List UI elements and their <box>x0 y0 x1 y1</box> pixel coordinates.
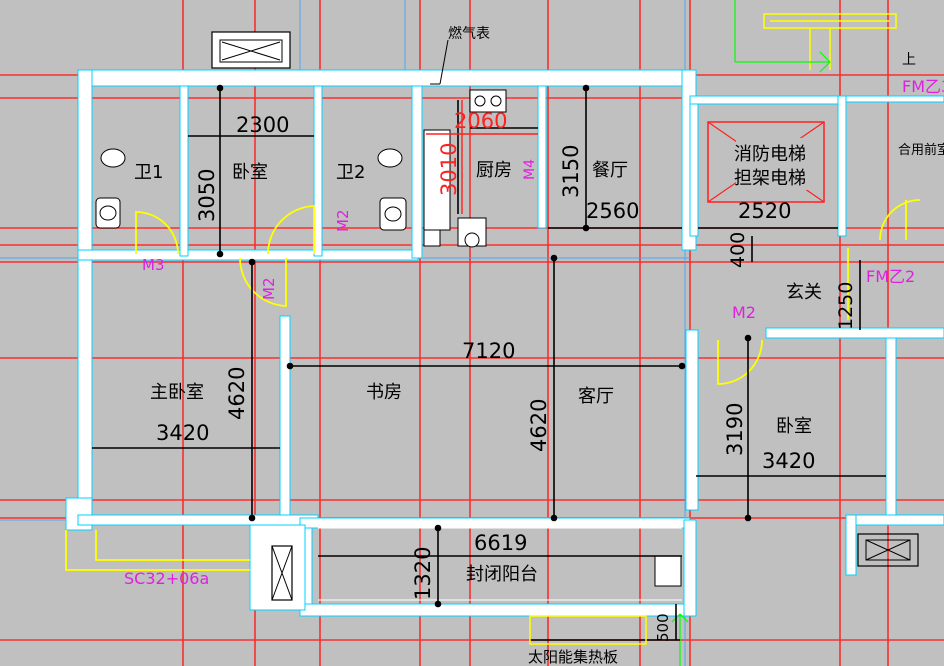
vent-shaft-bottom-right <box>857 533 919 567</box>
dimension-lines <box>92 84 886 641</box>
dim-400: 400 <box>727 232 749 268</box>
room-label-balcony: 封闭阳台 <box>466 564 538 585</box>
door-mark-fm-b3: FM乙3 <box>902 77 944 96</box>
door-mark-m4: M4 <box>522 159 538 180</box>
vent-shaft-top <box>211 31 291 69</box>
dim-2300: 2300 <box>236 113 289 137</box>
door-mark-m2-bath: M2 <box>334 210 352 233</box>
dim-3050: 3050 <box>195 169 219 222</box>
fixtures <box>95 89 682 587</box>
vent-shaft-bottom-left <box>271 545 293 601</box>
dim-3420-right: 3420 <box>762 449 815 473</box>
elevator-box <box>707 121 825 203</box>
solar-panel-label: 太阳能集热板 <box>528 648 618 666</box>
room-label-study: 书房 <box>366 382 402 403</box>
room-label-bedroom-right: 卧室 <box>776 416 812 437</box>
door-mark-m3: M3 <box>142 256 165 274</box>
room-label-living: 客厅 <box>578 386 614 407</box>
dim-1320: 1320 <box>411 547 435 600</box>
window-mark-sc: SC32+06a <box>124 569 209 588</box>
dim-7120: 7120 <box>462 339 515 363</box>
walls <box>65 69 944 617</box>
room-label-dining: 餐厅 <box>592 160 628 181</box>
dim-2060: 2060 <box>454 109 507 133</box>
door-mark-m2-master: M2 <box>260 278 278 301</box>
solar-panel-box <box>529 615 647 645</box>
room-label-entrance: 玄关 <box>786 282 822 303</box>
room-label-shared-front: 合用前室 <box>898 142 944 158</box>
dim-3420-left: 3420 <box>156 421 209 445</box>
dim-3010: 3010 <box>437 143 461 196</box>
room-label-stretcher-elevator: 担架电梯 <box>734 168 806 189</box>
door-mark-m2-bedroom: M2 <box>732 303 756 322</box>
room-label-fire-elevator: 消防电梯 <box>734 144 806 165</box>
gas-meter-label: 燃气表 <box>448 25 490 42</box>
room-label-wei2: 卫2 <box>336 162 365 183</box>
dim-2520: 2520 <box>738 199 791 223</box>
dim-1250: 1250 <box>835 282 857 330</box>
dim-4620-left: 4620 <box>225 367 249 420</box>
stair-up-label: 上 <box>902 52 916 68</box>
room-label-bedroom-top: 卧室 <box>232 162 268 183</box>
gas-meter-leader <box>430 39 449 85</box>
room-label-wei1: 卫1 <box>134 162 163 183</box>
dim-3190: 3190 <box>723 403 747 456</box>
balcony-lines <box>318 527 682 601</box>
dim-6619: 6619 <box>474 531 527 555</box>
stair-top-right <box>763 13 897 70</box>
dim-4620-mid: 4620 <box>527 399 551 452</box>
dim-500: 500 <box>654 613 672 642</box>
dim-3150: 3150 <box>559 145 583 198</box>
door-mark-fm-b2: FM乙2 <box>866 267 915 286</box>
room-label-master-bedroom: 主卧室 <box>150 382 204 403</box>
doors <box>65 199 921 571</box>
kitchen-red-dim <box>426 100 538 214</box>
room-label-kitchen: 厨房 <box>476 160 512 181</box>
dim-2560: 2560 <box>586 199 639 223</box>
